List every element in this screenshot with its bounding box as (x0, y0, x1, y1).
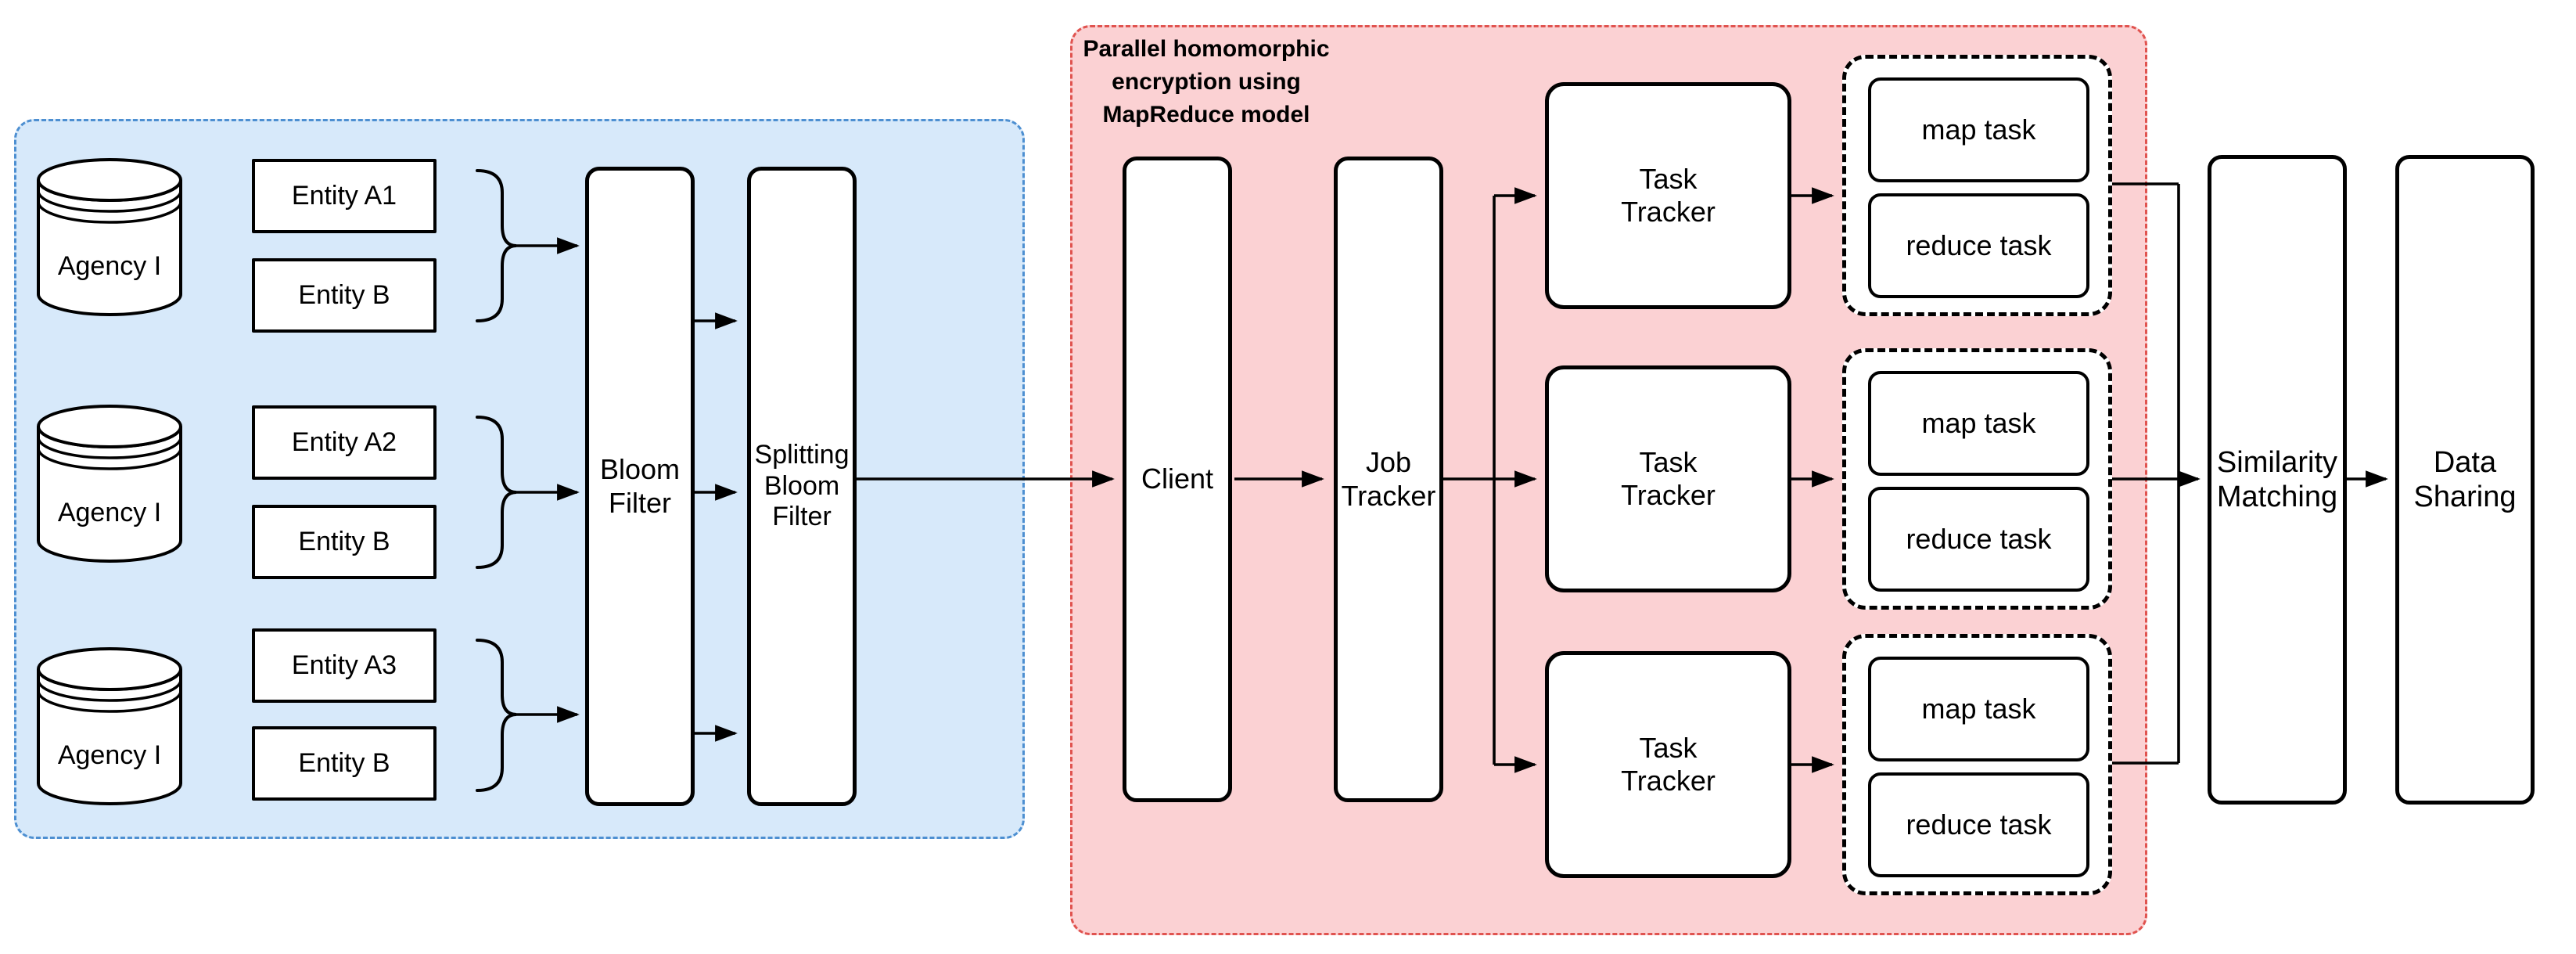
task-tracker-node-1: Task Tracker (1545, 82, 1791, 309)
client-node: Client (1123, 157, 1232, 802)
map-task-node-3: map task (1868, 657, 2089, 761)
mapreduce-section-title: Parallel homomorphic encryption using Ma… (1083, 36, 1330, 128)
worker-group-1: map task reduce task (1842, 55, 2112, 316)
worker-group-3: map task reduce task (1842, 634, 2112, 895)
database-cylinder-icon (37, 405, 182, 563)
entity-box-a1: Entity A1 (252, 159, 437, 233)
entity-box-b1: Entity B (252, 258, 437, 333)
agency-label: Agency I (57, 740, 162, 770)
brace-pair-1 (476, 169, 517, 322)
similarity-matching-node: Similarity Matching (2208, 155, 2347, 805)
reduce-task-node-1: reduce task (1868, 193, 2089, 298)
data-sharing-node: Data Sharing (2395, 155, 2535, 805)
entity-box-a3: Entity A3 (252, 628, 437, 703)
database-cylinder-icon (37, 158, 182, 316)
agency-database-1: Agency I (35, 157, 184, 317)
job-tracker-node: Job Tracker (1334, 157, 1443, 802)
worker-group-2: map task reduce task (1842, 348, 2112, 610)
task-tracker-node-2: Task Tracker (1545, 365, 1791, 592)
splitting-bloom-filter-node: Splitting Bloom Filter (747, 167, 857, 806)
brace-glyphs (476, 169, 517, 792)
map-task-node-1: map task (1868, 77, 2089, 182)
brace-pair-2 (476, 416, 517, 569)
agency-database-2: Agency I (35, 403, 184, 563)
agency-label: Agency I (57, 250, 162, 281)
reduce-task-node-2: reduce task (1868, 487, 2089, 592)
reduce-task-node-3: reduce task (1868, 772, 2089, 877)
flow-arrows (516, 182, 2388, 773)
entity-box-a2: Entity A2 (252, 405, 437, 480)
agency-database-3: Agency I (35, 646, 184, 806)
map-task-node-2: map task (1868, 371, 2089, 476)
entity-box-b2: Entity B (252, 505, 437, 579)
bloom-filter-node: Bloom Filter (585, 167, 695, 806)
brace-pair-3 (476, 639, 517, 792)
task-tracker-node-3: Task Tracker (1545, 651, 1791, 878)
database-cylinder-icon (37, 647, 182, 805)
agency-label: Agency I (57, 497, 162, 527)
entity-box-b3: Entity B (252, 726, 437, 801)
